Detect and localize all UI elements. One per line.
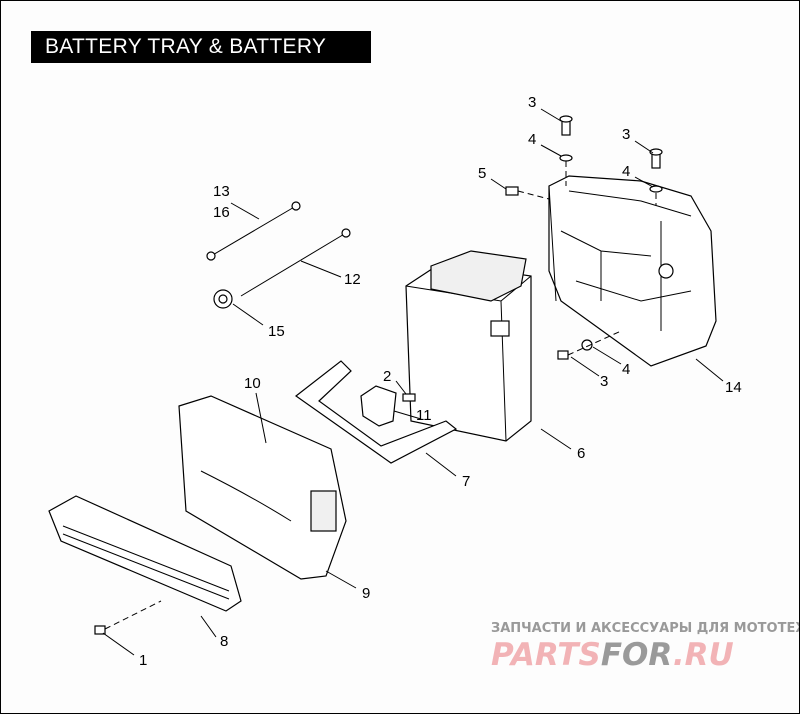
watermark-logo: ЗАПЧАСТИ И АКСЕССУАРЫ ДЛЯ МОТОТЕХНИКИ PA…	[491, 621, 799, 673]
callout-12: 12	[344, 271, 361, 288]
part-battery-tray	[548, 175, 717, 367]
callout-14: 14	[725, 379, 742, 396]
callout-3: 3	[600, 373, 608, 390]
callout-16: 16	[213, 204, 230, 221]
part-cables	[206, 201, 351, 309]
callout-5: 5	[478, 165, 486, 182]
callout-10: 10	[244, 375, 261, 392]
callout-11: 11	[416, 407, 432, 424]
callout-15: 15	[268, 323, 285, 340]
callout-4: 4	[622, 163, 630, 180]
watermark-tagline: ЗАПЧАСТИ И АКСЕССУАРЫ ДЛЯ МОТОТЕХНИКИ	[491, 621, 799, 636]
callout-6: 6	[577, 445, 585, 462]
callout-4: 4	[622, 361, 630, 378]
watermark-brand: PARTSFOR.RU	[491, 637, 734, 673]
part-side-cover	[178, 395, 347, 580]
callout-13: 13	[213, 183, 230, 200]
watermark-brand-parts: PARTS	[491, 637, 601, 673]
leader-lines	[102, 108, 724, 656]
part-battery-strap	[294, 360, 458, 464]
watermark-brand-ru: .RU	[673, 637, 734, 673]
callout-7: 7	[462, 473, 470, 490]
callout-3: 3	[528, 94, 536, 111]
callout-8: 8	[220, 633, 228, 650]
callout-labels: 1 2 3 3 3 4 4 4 5 6 7 8 9 10 11 12 13 14…	[139, 94, 742, 669]
part-screws-top	[505, 115, 663, 360]
watermark-brand-for: FOR	[601, 637, 673, 673]
callout-2: 2	[383, 368, 391, 385]
callout-1: 1	[139, 652, 147, 669]
callout-4: 4	[528, 131, 536, 148]
part-trim	[48, 495, 242, 635]
part-clip	[360, 385, 416, 427]
callout-9: 9	[362, 585, 370, 602]
page-title: BATTERY TRAY & BATTERY	[31, 31, 371, 63]
callout-3: 3	[622, 126, 630, 143]
part-battery	[405, 250, 532, 442]
